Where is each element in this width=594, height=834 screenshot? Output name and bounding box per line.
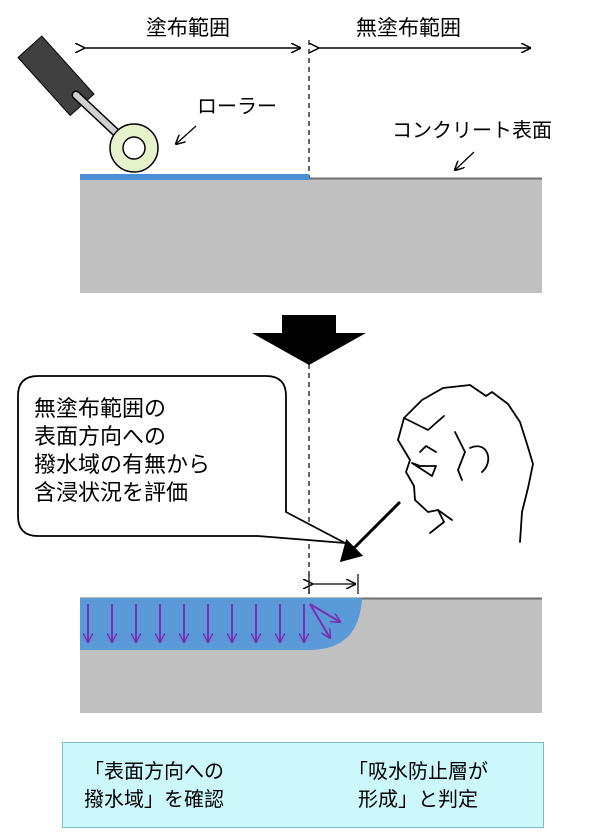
concrete-surface-label: コンクリート表面: [392, 118, 552, 142]
result-left-line: 撥水域」を確認: [84, 787, 224, 811]
callout-line: 無塗布範囲の: [34, 397, 167, 422]
callout-line: 表面方向への: [34, 425, 167, 450]
result-right-line: 「吸水防止層が: [348, 759, 488, 783]
roller-pointer: [176, 125, 197, 144]
callout-line: 含浸状況を評価: [34, 481, 189, 506]
observer-gaze-arrow: [339, 500, 402, 563]
callout-line: 撥水域の有無から: [34, 453, 211, 478]
down-arrow-icon: [252, 315, 366, 365]
repellent-width-dimension: [309, 574, 359, 594]
coating-layer: [80, 174, 309, 180]
result-right-text: 「吸水防止層が 形成」と判定: [348, 757, 488, 813]
unapplied-range-label: 無塗布範囲: [356, 16, 461, 40]
result-left-text: 「表面方向への 撥水域」を確認: [84, 757, 224, 813]
observer-icon: [397, 384, 534, 543]
penetration-zone: [80, 598, 362, 650]
applied-range-label: 塗布範囲: [146, 16, 230, 40]
roller-label: ローラー: [197, 94, 277, 118]
callout-bubble: [17, 375, 346, 544]
result-box: [62, 742, 544, 828]
surface-pointer: [455, 151, 475, 170]
concrete-block-top: [80, 178, 542, 293]
result-left-line: 「表面方向への: [84, 759, 224, 783]
penetration-arrows: [88, 603, 340, 642]
result-right-line: 形成」と判定: [358, 787, 478, 811]
callout-text: 無塗布範囲の 表面方向への 撥水域の有無から 含浸状況を評価: [34, 396, 210, 508]
roller-icon: [17, 35, 159, 173]
